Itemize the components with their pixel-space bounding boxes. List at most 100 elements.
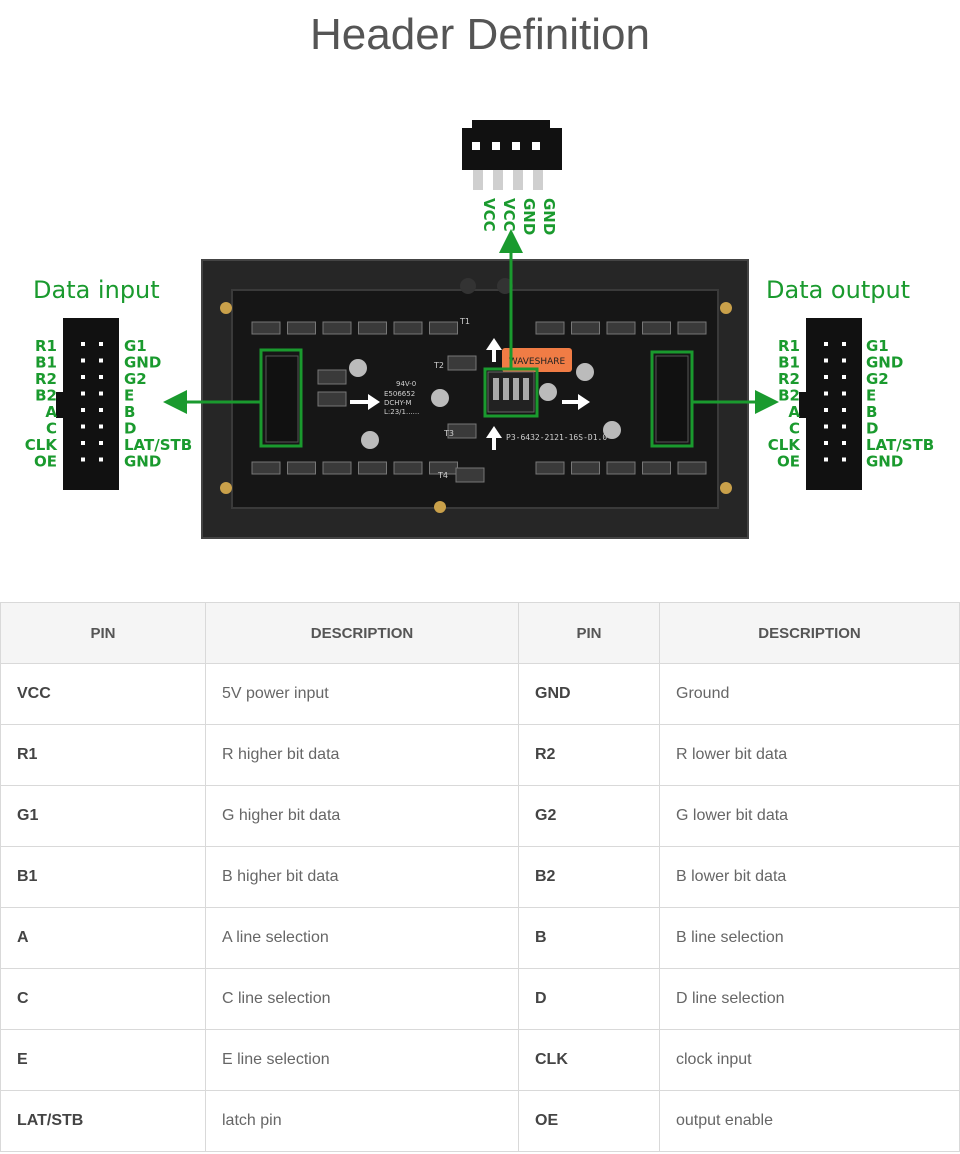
pin-label: OE [34, 453, 57, 471]
logic-chip [447, 355, 477, 371]
pin-label: GND [866, 354, 903, 372]
driver-chip [642, 461, 671, 475]
chip-text: 94V-0 [396, 380, 416, 388]
description-cell: D line selection [659, 968, 960, 1030]
driver-chip [429, 321, 458, 335]
board-brand-label: WAVESHARE [509, 357, 566, 367]
pin-label: B [124, 403, 135, 421]
pin-cell: GND [518, 663, 660, 725]
pin-dot [824, 342, 828, 346]
data-output-label: Data output [766, 276, 910, 304]
pin-label: G1 [124, 337, 147, 355]
pin-table-header-row: PIN DESCRIPTION PIN DESCRIPTION [0, 602, 960, 664]
pin-dot [99, 408, 103, 412]
description-cell: output enable [659, 1090, 960, 1152]
pin-dot [824, 391, 828, 396]
pin-label: GND [866, 453, 903, 471]
logic-chip [317, 369, 347, 385]
description-cell: G higher bit data [205, 785, 519, 847]
column-header: PIN [518, 602, 660, 664]
data-input-label: Data input [33, 276, 160, 304]
pin-label: R1 [35, 337, 57, 355]
pin-cell: G2 [518, 785, 660, 847]
driver-chip [287, 321, 316, 335]
pin-dot [81, 457, 85, 462]
driver-chip [287, 461, 316, 475]
pin-cell: B2 [518, 846, 660, 908]
pin-label: G2 [866, 370, 889, 388]
chip-text: DCHY-M [384, 399, 412, 407]
pin-label: CLK [768, 436, 802, 454]
output-idc-connector [799, 318, 862, 490]
pin-dot [99, 424, 103, 429]
pin-dot [824, 408, 828, 412]
driver-chip [535, 461, 565, 475]
pin-dot [842, 441, 846, 445]
power-pin-label: GND [540, 198, 558, 235]
pin-dot [81, 424, 85, 429]
pin-cell: B [518, 907, 660, 969]
driver-chip [322, 461, 352, 475]
pin-label: A [45, 403, 57, 421]
driver-chip [677, 321, 707, 335]
pin-cell: R1 [0, 724, 206, 786]
description-cell: Ground [659, 663, 960, 725]
logic-chip [447, 423, 477, 439]
logic-chip [455, 467, 485, 483]
pin-dot [842, 457, 846, 462]
pin-label: GND [124, 453, 161, 471]
description-cell: latch pin [205, 1090, 519, 1152]
pin-cell: VCC [0, 663, 206, 725]
power-connector [462, 120, 562, 190]
pin-label: B1 [778, 354, 800, 372]
description-cell: B lower bit data [659, 846, 960, 908]
pin-dot [824, 424, 828, 429]
driver-chip [606, 321, 636, 335]
pin-label: G1 [866, 337, 889, 355]
pin-dot [842, 408, 846, 412]
pin-dot [842, 358, 846, 363]
power-pin-label: VCC [480, 198, 498, 232]
pin-label: E [866, 387, 876, 405]
pin-dot [99, 342, 103, 346]
chip-text: L:23/1...... [384, 408, 419, 416]
driver-chip [251, 461, 281, 475]
driver-chip [606, 461, 636, 475]
chip-text: E506652 [384, 390, 415, 398]
pin-dot [842, 424, 846, 429]
pin-dot [99, 375, 103, 379]
column-header: DESCRIPTION [205, 602, 519, 664]
pin-dot [842, 375, 846, 379]
pin-cell: LAT/STB [0, 1090, 206, 1152]
board-mark: T4 [437, 471, 448, 480]
pin-dot [81, 342, 85, 346]
driver-chip [642, 321, 671, 335]
driver-chip [251, 321, 281, 335]
pin-dot [81, 358, 85, 363]
driver-chip [322, 321, 352, 335]
input-idc-connector [56, 318, 119, 490]
pin-dot [824, 375, 828, 379]
pin-cell: E [0, 1029, 206, 1091]
pin-cell: D [518, 968, 660, 1030]
pin-dot [81, 391, 85, 396]
pin-dot [81, 441, 85, 445]
input-header-highlight [259, 348, 303, 448]
description-cell: R higher bit data [205, 724, 519, 786]
pin-cell: R2 [518, 724, 660, 786]
board-mark: T1 [459, 317, 470, 326]
description-cell: clock input [659, 1029, 960, 1091]
pin-dot [81, 375, 85, 379]
driver-chip [535, 321, 565, 335]
power-pin-label: GND [520, 198, 538, 235]
page-title: Header Definition [310, 10, 650, 59]
column-header: PIN [0, 602, 206, 664]
pin-dot [842, 342, 846, 346]
